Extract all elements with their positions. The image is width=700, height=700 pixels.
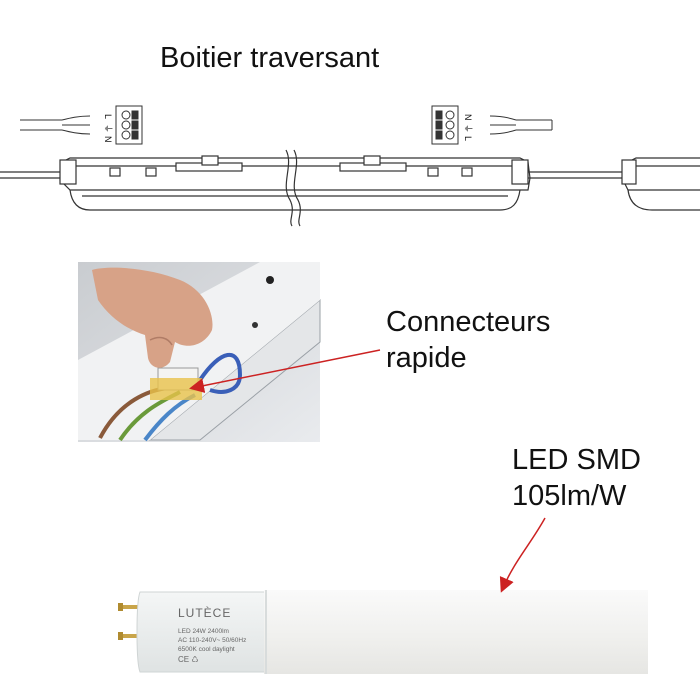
led-label-line1: LED SMD — [512, 444, 641, 476]
right-wire-terminal — [431, 105, 553, 145]
connector-photo — [78, 262, 321, 442]
connector-label-line2: rapide — [386, 342, 467, 374]
housing-drawing — [0, 149, 700, 227]
tube-line-4: CE ♺ — [178, 655, 199, 664]
tube-brand: LUTÈCE — [178, 605, 231, 620]
left-terminal-n: N — [103, 136, 113, 143]
right-terminal-n: N — [463, 114, 473, 121]
tube-label: LUTÈCE LED 24W 2400lm AC 110-240V~ 50/60… — [178, 605, 246, 664]
connector-label-line1: Connecteurs — [386, 306, 551, 338]
tube-line-2: AC 110-240V~ 50/60Hz — [178, 637, 246, 644]
left-wire-terminal — [20, 105, 143, 145]
left-terminal-letters: L ⏚ N — [103, 114, 113, 143]
connector-arrow — [189, 349, 381, 393]
page-title: Boitier traversant — [160, 42, 380, 74]
tube-line-3: 6500K cool daylight — [178, 646, 235, 653]
right-terminal-letters: N ⏚ L — [463, 114, 473, 141]
left-terminal-earth: ⏚ — [103, 124, 113, 133]
led-tube — [118, 590, 648, 674]
tube-line-1: LED 24W 2400lm — [178, 628, 229, 635]
right-terminal-earth: ⏚ — [463, 124, 473, 133]
left-terminal-l: L — [103, 114, 113, 119]
led-arrow — [499, 517, 546, 593]
led-label-line2: 105lm/W — [512, 480, 627, 512]
right-terminal-l: L — [463, 136, 473, 141]
